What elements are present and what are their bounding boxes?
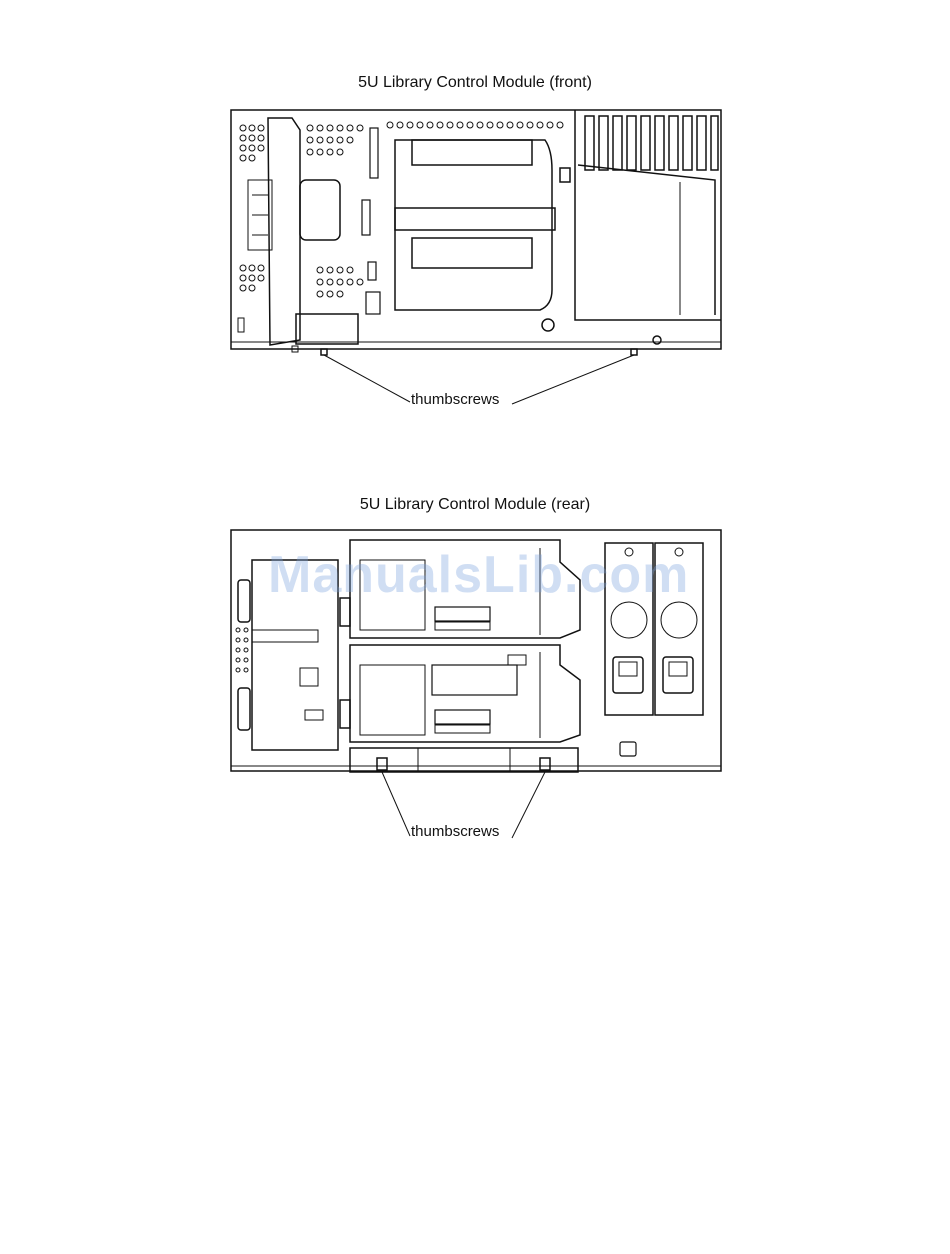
front-center-vent-grid <box>307 122 563 297</box>
front-thumbscrew-right <box>631 349 637 355</box>
rear-thumbscrew-right <box>540 758 550 770</box>
front-drive-bay <box>395 140 570 331</box>
rear-thumbscrew-left <box>377 758 387 770</box>
front-thumbscrews-label: thumbscrews <box>411 391 499 408</box>
front-module-drawing <box>231 110 721 404</box>
front-thumbscrew-left <box>321 349 327 355</box>
front-door-panel <box>248 118 358 345</box>
watermark-logo: ManualsLib.com <box>268 545 689 605</box>
front-connectors <box>362 128 380 314</box>
rear-leader-line-left <box>382 772 410 836</box>
front-leader-line-left <box>324 355 410 402</box>
front-leader-line-right <box>512 355 634 404</box>
rear-thumbscrews-label: thumbscrews <box>411 823 499 840</box>
front-left-vent-grid <box>238 125 264 332</box>
front-right-slot-vents <box>575 110 721 344</box>
rear-leader-line-right <box>512 772 545 838</box>
rear-drive-sled-lower <box>340 645 580 742</box>
